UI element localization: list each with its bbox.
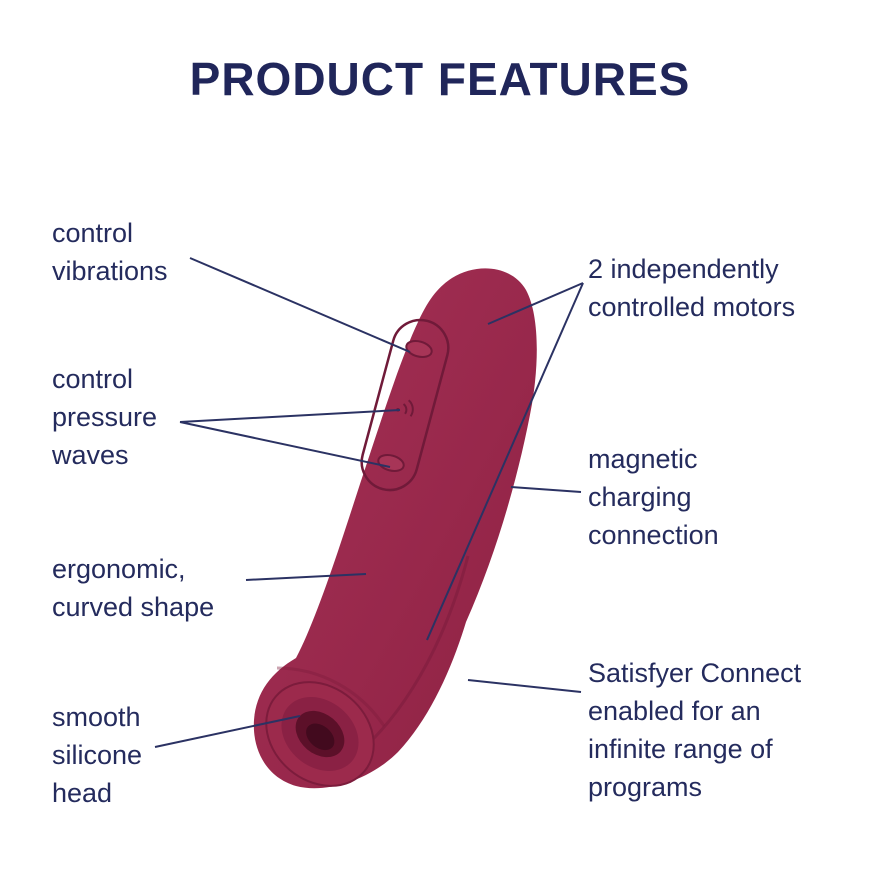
head-flare-seam — [276, 666, 386, 727]
label-independent-motors: 2 independently controlled motors — [588, 254, 796, 322]
device-head — [265, 681, 375, 787]
callout-line-vibrations — [189, 257, 411, 353]
label-smooth-silicone-head: smooth silicone head — [52, 702, 143, 808]
callout-line-ergonomic — [245, 573, 367, 581]
head-opening-shadow — [306, 723, 335, 751]
callout-line-silicone-head — [154, 715, 301, 748]
pressure-wave-button — [377, 454, 405, 472]
label-satisfyer-connect: Satisfyer Connect enabled for an infinit… — [588, 658, 802, 802]
callout-line-pressure-lower — [179, 421, 391, 468]
callout-line-motors-lower — [426, 282, 584, 641]
callout-line-magnetic — [510, 486, 582, 493]
page-title: PRODUCT FEATURES — [189, 53, 691, 105]
device-body — [253, 268, 537, 789]
label-control-pressure-waves: control pressure waves — [52, 364, 158, 470]
callout-line-motors-upper — [487, 282, 584, 325]
label-control-vibrations: control vibrations — [52, 218, 168, 286]
label-ergonomic-curved-shape: ergonomic, curved shape — [52, 554, 215, 622]
label-magnetic-charging: magnetic charging connection — [588, 444, 719, 550]
callout-lines — [154, 257, 584, 748]
callout-line-pressure-upper — [179, 409, 401, 423]
control-panel-outline — [360, 318, 450, 492]
vibration-button — [405, 340, 433, 358]
callout-line-connect — [467, 679, 582, 693]
